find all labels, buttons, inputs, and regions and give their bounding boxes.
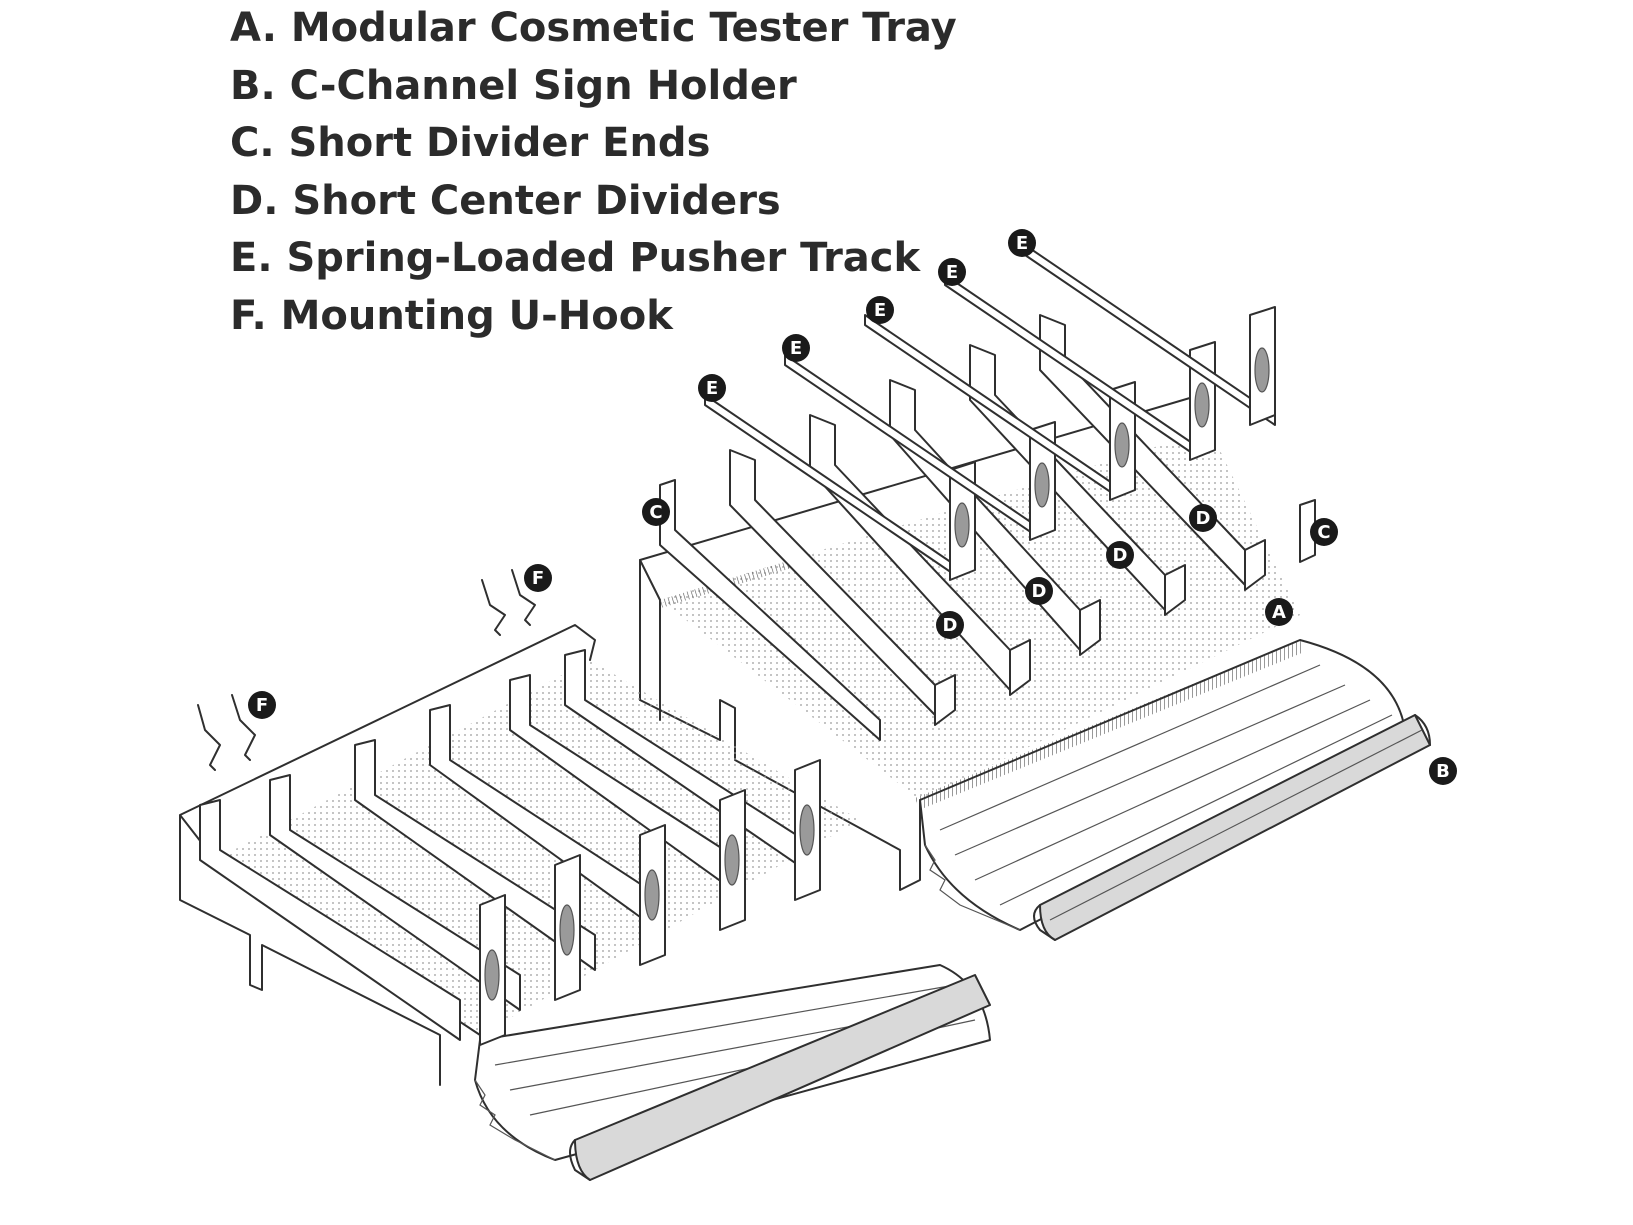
short-divider-1 (729, 449, 956, 726)
callout-c-left: C (642, 498, 670, 526)
svg-text:B: B (1436, 761, 1450, 782)
assembled-dividers (199, 649, 821, 1041)
legend-item-c: C. Short Divider Ends (230, 120, 711, 166)
divider-end-left (659, 479, 881, 741)
parts-legend: A. Modular Cosmetic Tester Tray B. C-Cha… (230, 0, 957, 345)
svg-text:E: E (946, 262, 958, 283)
assembled-tray-floor (215, 660, 860, 1035)
u-hook-lower (197, 694, 256, 771)
callout-d-2: D (1025, 577, 1053, 605)
svg-text:E: E (790, 338, 802, 359)
callout-e-1: E (698, 374, 726, 402)
callout-c-right: C (1310, 518, 1338, 546)
assembled-tray-front-lip (474, 964, 991, 1161)
callout-e-5: E (1008, 229, 1036, 257)
svg-text:F: F (256, 695, 268, 716)
pusher-track-3 (864, 314, 1136, 501)
svg-text:D: D (1032, 581, 1047, 602)
callout-f-1: F (524, 564, 552, 592)
divider-end-right (1299, 499, 1316, 563)
pusher-tracks (704, 244, 1276, 581)
svg-text:E: E (874, 300, 886, 321)
svg-text:E: E (1016, 233, 1028, 254)
assembled-tray (179, 624, 991, 1181)
svg-text:D: D (943, 615, 958, 636)
callout-e-3: E (866, 296, 894, 324)
assembled-pushers (479, 759, 821, 1046)
svg-text:D: D (1113, 545, 1128, 566)
legend-item-d: D. Short Center Dividers (230, 177, 781, 224)
callout-d-3: D (1106, 541, 1134, 569)
pusher-track-5 (1024, 244, 1276, 426)
callout-b: B (1429, 757, 1457, 785)
svg-text:C: C (1317, 522, 1330, 543)
tray-front-comb (915, 640, 1304, 810)
mounting-u-hooks (197, 569, 536, 771)
pusher-track-2 (784, 354, 1056, 541)
legend-item-f: F. Mounting U-Hook (230, 292, 673, 339)
callout-d-1: D (936, 611, 964, 639)
svg-text:A: A (1272, 602, 1286, 623)
assembled-sign-holder (574, 974, 991, 1181)
pusher-track-1 (704, 394, 976, 581)
legend-item-a: A. Modular Cosmetic Tester Tray (230, 5, 957, 51)
legend-item-b: B. C-Channel Sign Holder (230, 62, 797, 109)
callout-f-2: F (248, 691, 276, 719)
u-hook-upper (481, 569, 536, 636)
tray-floor (660, 430, 1300, 800)
tray-rear-comb (660, 553, 816, 608)
svg-text:D: D (1196, 508, 1211, 529)
svg-text:F: F (532, 568, 544, 589)
svg-text:C: C (649, 502, 662, 523)
callout-e-2: E (782, 334, 810, 362)
short-divider-ends (659, 479, 1316, 741)
c-channel-sign-holder (1033, 714, 1431, 941)
callout-d-4: D (1189, 504, 1217, 532)
svg-text:E: E (706, 378, 718, 399)
exploded-tray (639, 394, 1406, 931)
callout-e-4: E (938, 258, 966, 286)
legend-item-e: E. Spring-Loaded Pusher Track (230, 235, 921, 281)
callout-a: A (1265, 598, 1293, 626)
